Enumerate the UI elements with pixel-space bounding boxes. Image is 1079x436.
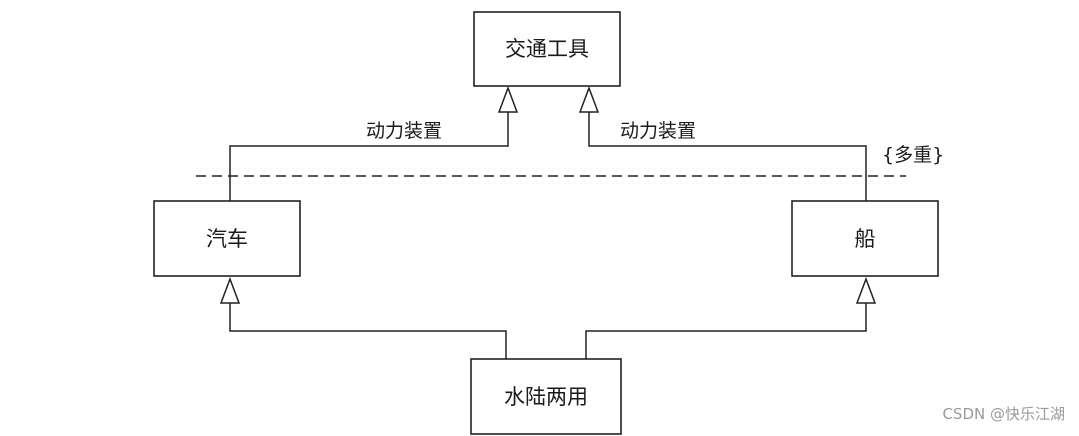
constraint-label: {多重}: [882, 144, 944, 166]
discriminator-right-label: 动力装置: [620, 120, 696, 142]
class-car: 汽车: [153, 200, 301, 277]
generalization-arrow-ship-icon: [855, 276, 877, 304]
class-amphibious-box: [470, 358, 622, 435]
class-ship: 船: [791, 200, 939, 277]
class-vehicle-box: [473, 11, 621, 87]
edge-amphibious-to-car: [229, 303, 507, 359]
class-ship-label: 船: [855, 227, 876, 251]
edge-car-to-vehicle: [229, 112, 509, 201]
edge-ship-to-vehicle: [588, 112, 867, 201]
class-ship-box: [791, 200, 939, 277]
class-amphibious-label: 水陆两用: [504, 385, 588, 409]
discriminator-left-label: 动力装置: [366, 120, 442, 142]
class-amphibious: 水陆两用: [470, 358, 622, 435]
generalization-arrow-left-icon: [497, 85, 519, 113]
class-car-box: [153, 200, 301, 277]
class-vehicle-label: 交通工具: [505, 37, 589, 61]
generalization-arrow-right-icon: [578, 85, 600, 113]
class-vehicle: 交通工具: [473, 11, 621, 87]
edge-amphibious-to-ship: [585, 303, 867, 359]
watermark: CSDN @快乐江湖: [942, 405, 1065, 423]
generalization-arrow-car-icon: [219, 276, 241, 304]
class-car-label: 汽车: [206, 227, 248, 251]
